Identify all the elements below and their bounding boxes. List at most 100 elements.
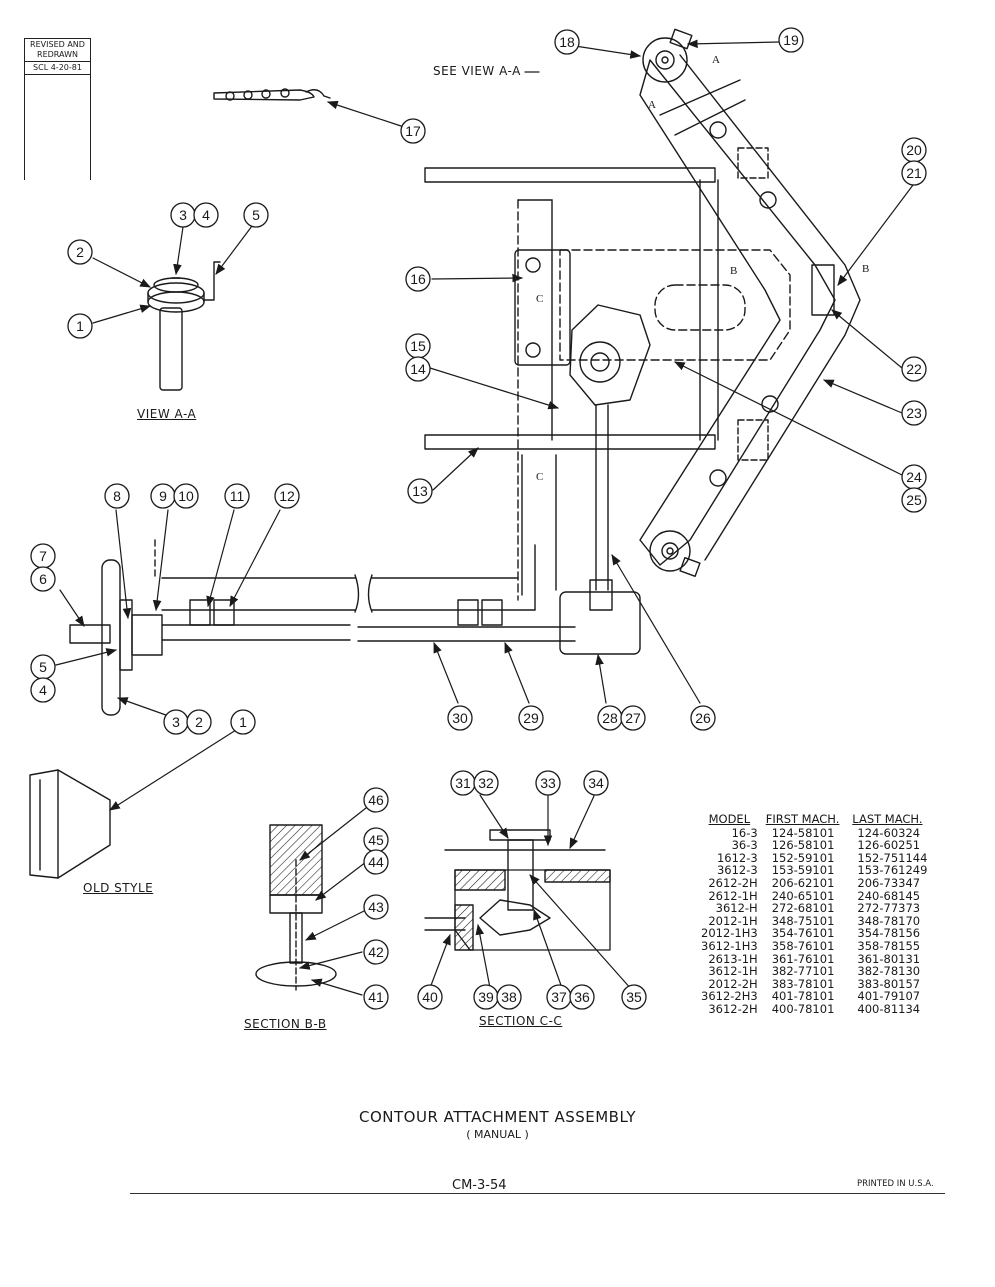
callout-40: 40 xyxy=(417,984,443,1010)
callout-2: 2 xyxy=(186,709,212,735)
model-cell: 2012-2H xyxy=(708,976,758,991)
svg-text:5: 5 xyxy=(252,207,260,223)
svg-text:B: B xyxy=(730,265,737,277)
first-mach-cell: 358-76101 xyxy=(771,938,835,953)
table-row: 2012-2H 383-78101 383-80157 xyxy=(697,978,931,991)
view-aa-label: VIEW A-A xyxy=(137,407,197,421)
old-style-label: OLD STYLE xyxy=(83,881,154,895)
last-mach-cell: 272-77373 xyxy=(857,901,921,916)
model-cell: 3612-2H3 xyxy=(701,989,758,1004)
callout-14: 14 xyxy=(405,356,431,382)
leader-lines xyxy=(55,39,914,996)
see-view-label: SEE VIEW A-A xyxy=(433,64,521,78)
callout-6: 6 xyxy=(30,566,56,592)
callout-1: 1 xyxy=(230,709,256,735)
table-row: 2613-1H 361-76101 361-80131 xyxy=(697,951,931,966)
svg-text:20: 20 xyxy=(906,142,922,158)
callout-37: 37 xyxy=(546,984,572,1010)
callout-4-view: 4 xyxy=(193,202,219,228)
svg-text:12: 12 xyxy=(279,488,295,504)
section-letters: A A B B C C xyxy=(536,54,869,483)
svg-text:28: 28 xyxy=(602,710,618,726)
last-mach-cell: 358-78155 xyxy=(857,938,921,953)
callout-43: 43 xyxy=(363,894,389,920)
model-cell: 16-3 xyxy=(731,825,758,840)
svg-text:9: 9 xyxy=(159,488,167,504)
callout-1-view: 1 xyxy=(67,313,93,339)
callout-29: 29 xyxy=(518,705,544,731)
first-mach-cell: 383-78101 xyxy=(771,976,835,991)
model-cell: 3612-H xyxy=(715,901,758,916)
first-mach-cell: 348-75101 xyxy=(771,913,835,928)
svg-text:22: 22 xyxy=(906,361,922,377)
svg-text:2: 2 xyxy=(76,244,84,260)
section-bb-drawing xyxy=(255,824,337,991)
svg-text:4: 4 xyxy=(39,682,47,698)
section-bb-label: SECTION B-B xyxy=(244,1017,327,1031)
section-cc-label: SECTION C-C xyxy=(479,1014,563,1028)
callout-7: 7 xyxy=(30,543,56,569)
svg-text:A: A xyxy=(648,99,656,111)
callout-36: 36 xyxy=(569,984,595,1010)
svg-text:45: 45 xyxy=(368,832,384,848)
last-mach-cell: 240-68145 xyxy=(857,888,921,903)
printed-in: PRINTED IN U.S.A. xyxy=(857,1179,934,1189)
callout-42: 42 xyxy=(363,939,389,965)
last-mach-cell: 361-80131 xyxy=(857,951,921,966)
svg-text:29: 29 xyxy=(523,710,539,726)
model-cell: 2612-2H xyxy=(708,875,758,890)
callout-17: 17 xyxy=(400,118,426,144)
col-last-mach: LAST MACH. xyxy=(852,812,923,826)
svg-text:1: 1 xyxy=(76,318,84,334)
first-mach-cell: 126-58101 xyxy=(771,838,835,853)
callout-5-view: 5 xyxy=(243,202,269,228)
model-cell: 3612-3 xyxy=(716,863,758,878)
last-mach-cell: 382-78130 xyxy=(857,964,921,979)
callout-bubbles: 1 2 3 4 5 17 18 19 20 21 22 23 24 25 16 … xyxy=(30,27,927,1010)
model-cell: 2613-1H xyxy=(708,951,758,966)
callout-8: 8 xyxy=(104,483,130,509)
callout-24: 24 xyxy=(901,464,927,490)
view-aa-roller xyxy=(147,261,221,391)
callout-46: 46 xyxy=(363,787,389,813)
callout-26: 26 xyxy=(690,705,716,731)
svg-text:18: 18 xyxy=(559,34,575,50)
old-style-hub xyxy=(29,769,111,879)
svg-text:38: 38 xyxy=(501,989,517,1005)
model-cell: 2612-1H xyxy=(708,888,758,903)
model-cell: 3612-1H xyxy=(708,964,758,979)
last-mach-cell: 126-60251 xyxy=(857,838,921,853)
last-mach-cell: 400-81134 xyxy=(857,1001,921,1016)
model-cell: 36-3 xyxy=(731,838,758,853)
svg-text:2: 2 xyxy=(195,714,203,730)
callout-21: 21 xyxy=(901,160,927,186)
section-cc-drawing xyxy=(424,829,611,951)
first-mach-cell: 382-77101 xyxy=(771,964,835,979)
svg-text:37: 37 xyxy=(551,989,567,1005)
svg-text:26: 26 xyxy=(695,710,711,726)
last-mach-cell: 383-80157 xyxy=(857,976,921,991)
revision-line-2: REDRAWN xyxy=(37,50,78,59)
callout-3-view: 3 xyxy=(170,202,196,228)
footer-rule xyxy=(130,1193,945,1194)
callout-44: 44 xyxy=(363,849,389,875)
svg-text:3: 3 xyxy=(172,714,180,730)
svg-text:46: 46 xyxy=(368,792,384,808)
callout-9: 9 xyxy=(150,483,176,509)
callout-18: 18 xyxy=(554,29,580,55)
svg-text:40: 40 xyxy=(422,989,438,1005)
svg-text:30: 30 xyxy=(452,710,468,726)
callout-16: 16 xyxy=(405,266,431,292)
first-mach-cell: 361-76101 xyxy=(771,951,835,966)
svg-text:24: 24 xyxy=(906,469,922,485)
last-mach-cell: 354-78156 xyxy=(857,926,921,941)
callout-22: 22 xyxy=(901,356,927,382)
callout-31: 31 xyxy=(450,770,476,796)
